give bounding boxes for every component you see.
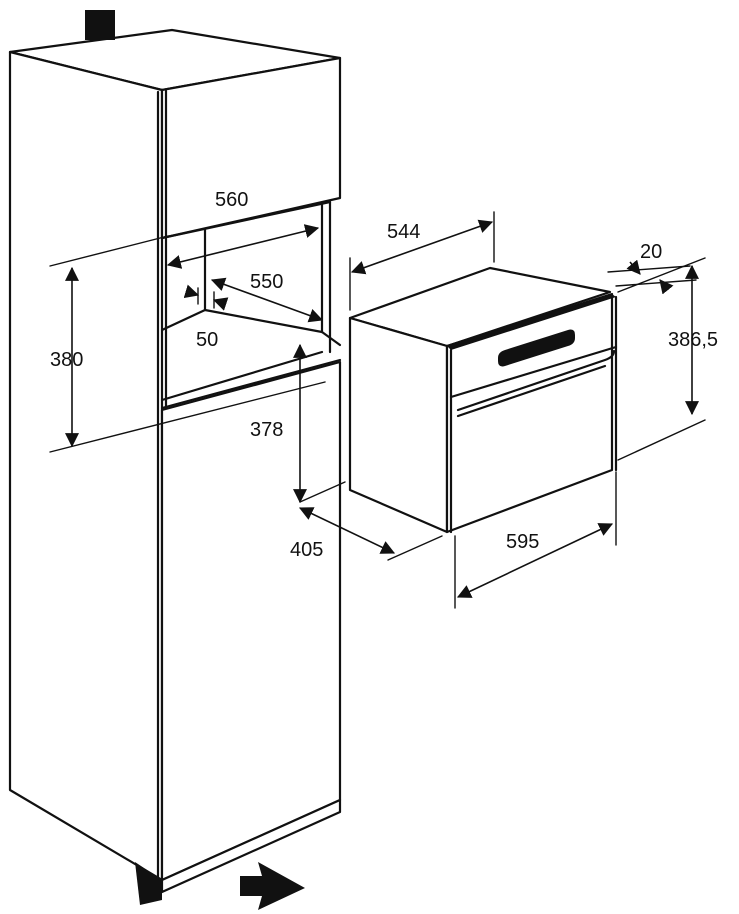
vent-arrow-icon (240, 862, 305, 910)
dim-front-thickness: 20 (607, 241, 697, 295)
cabinet-base-shadow (135, 862, 162, 905)
dim-front-recess: 50 (183, 284, 229, 351)
dim-oven-width: 595 (454, 471, 617, 609)
dim-niche-width: 560 (166, 189, 320, 269)
label-oven-width: 595 (506, 531, 539, 553)
oven-side-face (348, 316, 449, 534)
label-inner-width: 550 (250, 271, 283, 293)
label-front-recess: 50 (196, 329, 218, 351)
dim-niche-height: 380 (49, 235, 326, 453)
label-front-thickness: 20 (640, 241, 662, 263)
dim-niche-depth: 405 (290, 481, 443, 561)
label-niche-width: 560 (215, 189, 248, 211)
oven-display-icon (498, 329, 575, 367)
oven-handle-icon (456, 349, 616, 412)
oven-front-edge (447, 294, 616, 350)
dim-oven-height: 386,5 (617, 257, 718, 461)
label-oven-height: 386,5 (668, 329, 718, 351)
dim-inner-width: 550 (210, 271, 324, 323)
cabinet-upper-panel (160, 56, 342, 240)
label-niche-height: 380 (50, 349, 83, 371)
label-oven-depth: 544 (387, 221, 420, 243)
oven-appliance (348, 266, 618, 534)
tall-cabinet (8, 28, 342, 905)
label-cutout-height: 378 (250, 419, 283, 441)
dim-cutout-height: 378 (250, 343, 307, 504)
vent-block-icon (85, 10, 115, 40)
label-niche-depth: 405 (290, 539, 323, 561)
dim-oven-depth: 544 (349, 211, 495, 311)
cabinet-side-panel (8, 50, 164, 882)
